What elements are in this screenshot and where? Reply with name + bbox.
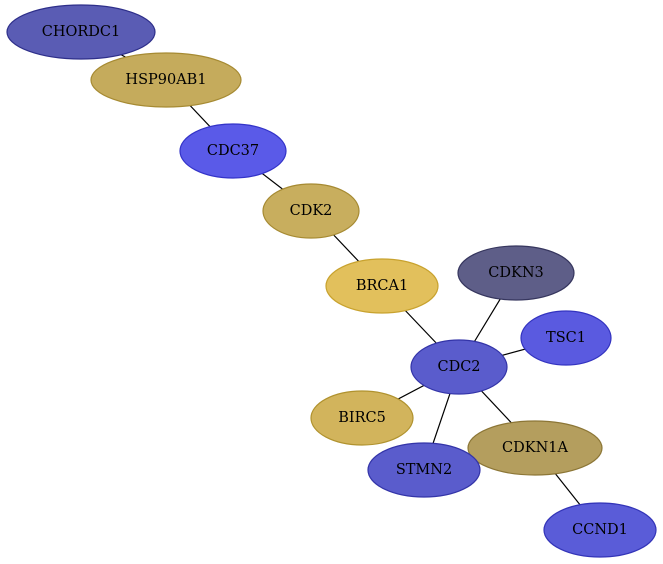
node-label-birc5: BIRC5 [338,410,386,426]
node-shape-cdk2 [262,183,360,239]
node-birc5[interactable]: BIRC5 [310,390,414,446]
node-chordc1[interactable]: CHORDC1 [6,4,156,60]
node-cdc2[interactable]: CDC2 [410,339,508,395]
node-cdkn3[interactable]: CDKN3 [457,245,575,301]
node-shape-cdc2 [410,339,508,395]
node-shape-birc5 [310,390,414,446]
node-cdk2[interactable]: CDK2 [262,183,360,239]
node-shape-cdkn3 [457,245,575,301]
node-shape-brca1 [325,258,439,314]
node-cdkn1a[interactable]: CDKN1A [467,420,603,476]
node-label-brca1: BRCA1 [356,278,408,294]
node-label-tsc1: TSC1 [546,330,586,346]
node-shape-ccnd1 [543,502,657,558]
node-shape-stmn2 [367,442,481,498]
node-label-ccnd1: CCND1 [572,522,628,538]
node-label-stmn2: STMN2 [396,462,452,478]
node-shape-hsp90ab1 [90,52,242,108]
node-shape-tsc1 [520,310,612,366]
node-label-cdc2: CDC2 [437,359,480,375]
node-cdc37[interactable]: CDC37 [179,123,287,179]
node-shape-cdkn1a [467,420,603,476]
node-label-cdkn1a: CDKN1A [502,440,568,456]
node-label-cdc37: CDC37 [207,143,259,159]
node-tsc1[interactable]: TSC1 [520,310,612,366]
node-stmn2[interactable]: STMN2 [367,442,481,498]
node-hsp90ab1[interactable]: HSP90AB1 [90,52,242,108]
node-shape-cdc37 [179,123,287,179]
node-label-chordc1: CHORDC1 [42,24,121,40]
node-shape-chordc1 [6,4,156,60]
node-label-hsp90ab1: HSP90AB1 [125,72,206,88]
node-brca1[interactable]: BRCA1 [325,258,439,314]
node-ccnd1[interactable]: CCND1 [543,502,657,558]
node-label-cdkn3: CDKN3 [488,265,543,281]
node-label-cdk2: CDK2 [290,203,333,219]
